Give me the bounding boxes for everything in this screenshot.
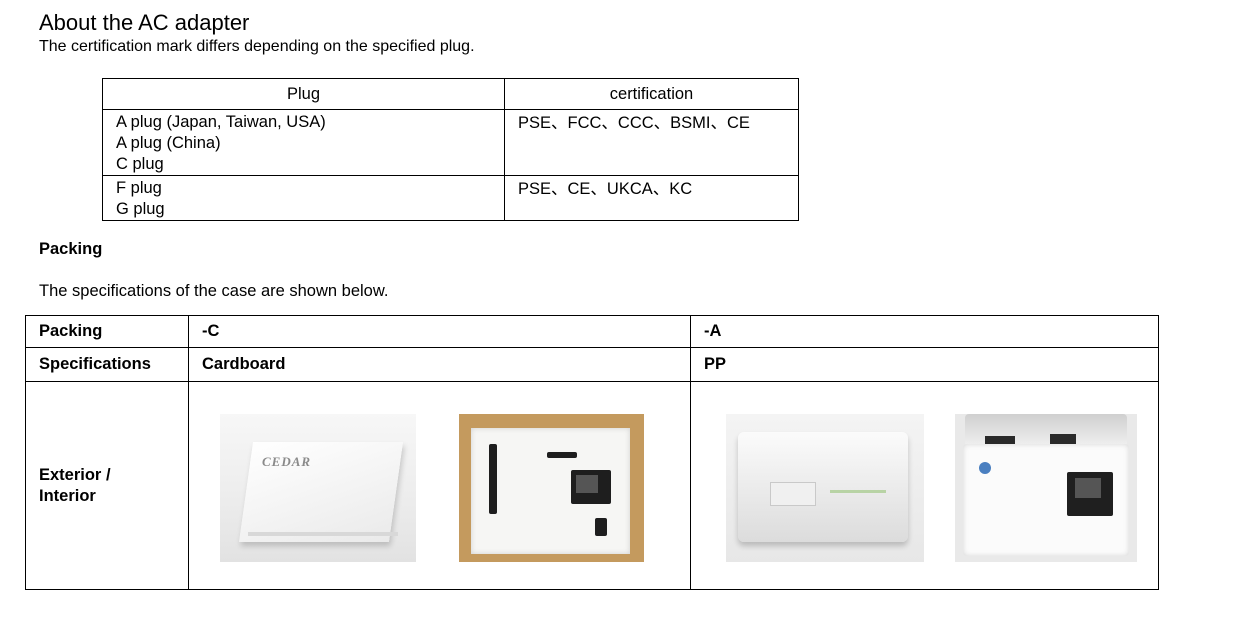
plug-cell: A plug (Japan, Taiwan, USA) A plug (Chin… (102, 109, 505, 176)
exterior-label: Exterior / (39, 465, 111, 484)
packing-c: -C (188, 315, 691, 348)
header-certification: certification (504, 78, 799, 110)
pp-case-interior-photo (955, 414, 1137, 562)
cardboard-interior-photo (459, 414, 644, 562)
plug-name: A plug (Japan, Taiwan, USA) (116, 113, 326, 131)
box-label-stripe (248, 532, 398, 536)
table-row: Exterior / Interior CEDAR (25, 381, 1159, 590)
pp-photos-cell (690, 381, 1159, 590)
table-row: F plug G plug PSE、CE、UKCA、KC (102, 175, 799, 221)
page-title: About the AC adapter (39, 10, 250, 35)
specification-c: Cardboard (188, 347, 691, 382)
plug-name: A plug (China) (116, 134, 221, 152)
packing-heading: Packing (39, 240, 103, 258)
packing-a: -A (690, 315, 1159, 348)
cable-coil (547, 452, 577, 458)
cardboard-photos-cell: CEDAR (188, 381, 691, 590)
packing-label: Packing (25, 315, 189, 348)
adapter-cable (489, 444, 497, 514)
case-shell (738, 432, 908, 542)
header-plug: Plug (102, 78, 505, 110)
specification-a: PP (690, 347, 1159, 382)
case-green-label (830, 490, 886, 493)
ac-adapter-subtitle: The certification mark differs depending… (39, 38, 475, 55)
tray-blue-part (979, 462, 991, 474)
plug-name: C plug (116, 155, 164, 173)
accessory-part (595, 518, 607, 536)
pp-case-exterior-photo (726, 414, 924, 562)
device-screen (576, 475, 598, 493)
case-logo-badge (770, 482, 816, 506)
exterior-interior-label: Exterior / Interior (25, 381, 189, 590)
certification-table: Plug certification A plug (Japan, Taiwan… (102, 78, 799, 221)
certification-table-header: Plug certification (102, 78, 799, 110)
tray-accessory (1050, 434, 1076, 444)
cardboard-exterior-photo: CEDAR (220, 414, 416, 562)
certification-cell: PSE、CE、UKCA、KC (504, 175, 799, 221)
tray-device-screen (1075, 478, 1101, 498)
tray-cable (985, 436, 1015, 444)
certification-cell: PSE、FCC、CCC、BSMI、CE (504, 109, 799, 176)
interior-label: Interior (39, 486, 96, 505)
plug-name: F plug (116, 179, 162, 197)
plug-cell: F plug G plug (102, 175, 505, 221)
specifications-label: Specifications (25, 347, 189, 382)
plug-name: G plug (116, 200, 165, 218)
packing-description: The specifications of the case are shown… (39, 282, 389, 300)
box-brand-logo: CEDAR (262, 454, 312, 469)
packing-table: Packing -C -A Specifications Cardboard P… (25, 315, 1159, 590)
table-row: Specifications Cardboard PP (25, 347, 1159, 382)
table-row: Packing -C -A (25, 315, 1159, 348)
table-row: A plug (Japan, Taiwan, USA) A plug (Chin… (102, 109, 799, 176)
